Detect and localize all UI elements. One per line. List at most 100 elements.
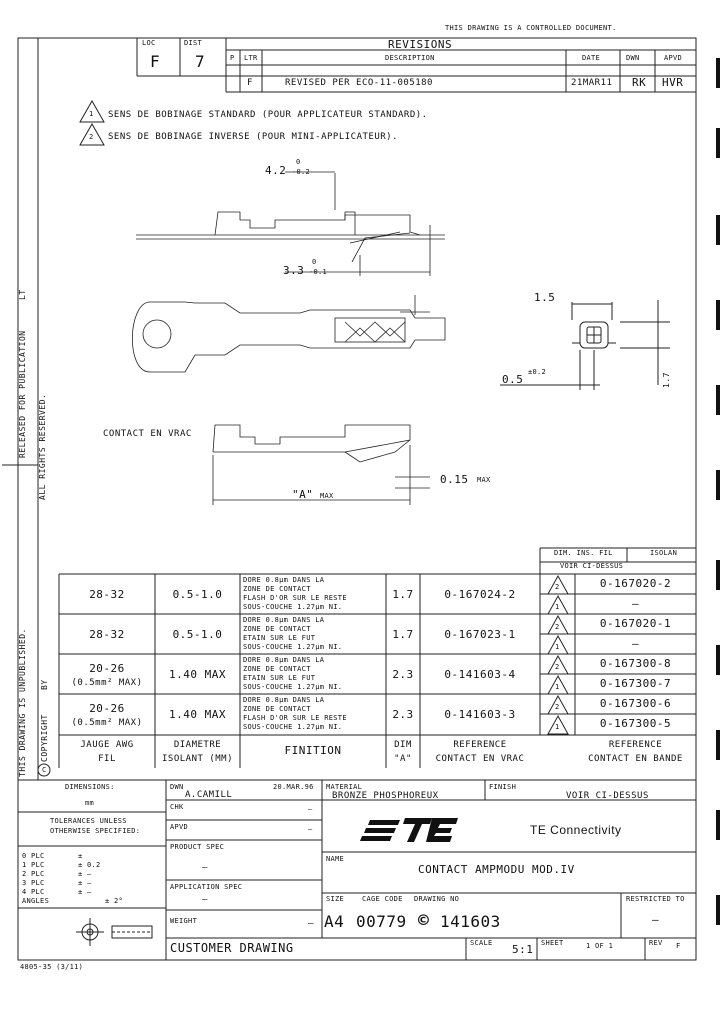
dim-3-3-tol-dn: -0.1 — [309, 268, 328, 276]
customer-drawing-label: CUSTOMER DRAWING — [170, 941, 294, 955]
plc3-val: ± — — [78, 879, 92, 887]
plc2-label: 2 PLC — [22, 870, 45, 878]
restricted-value: — — [652, 913, 660, 926]
row4-ref-bande-1: 0-167300-6 — [599, 697, 672, 710]
note-1-number: 1 — [89, 110, 94, 118]
note-1-triangle — [79, 99, 105, 123]
row1-finish-4: SOUS-COUCHE 1.27µm NI. — [243, 603, 343, 611]
material-value: BRONZE PHOSPHOREUX — [332, 791, 439, 801]
foot-finish: FINITION — [284, 744, 342, 757]
finish-value: VOIR CI-DESSUS — [566, 791, 649, 801]
plc1-val: ± 0.2 — [78, 861, 101, 869]
chk-value: — — [308, 805, 313, 813]
row1-ref-bande-1: 0-167020-2 — [599, 577, 672, 590]
dim-4-2: 4.2 — [265, 164, 287, 177]
angles-label: ANGLES — [22, 897, 50, 905]
plc3-label: 3 PLC — [22, 879, 45, 887]
dim-4-2-tol-dn: -0.2 — [292, 168, 311, 176]
row4-dim: 2.3 — [392, 708, 414, 721]
size-value: A4 — [324, 912, 345, 931]
rev-label: REV — [649, 939, 663, 947]
row4-ref-bande-2: 0-167300-5 — [599, 717, 672, 730]
row2-ref-bande-1: 0-167020-1 — [599, 617, 672, 630]
row1-ref-bande-2: — — [631, 597, 640, 610]
foot-vrac-1: REFERENCE — [453, 740, 507, 750]
row3-finish-1: DORE 0.8µm DANS LA — [243, 656, 325, 664]
isolan-header: ISOLAN — [650, 549, 678, 557]
row2-diam: 0.5-1.0 — [172, 628, 223, 641]
sheet-label: SHEET — [541, 939, 564, 947]
size-label: SIZE — [326, 895, 345, 903]
row2-tri-2: 2 — [555, 623, 560, 631]
row2-finish-2: ZONE DE CONTACT — [243, 625, 311, 633]
row3-ref-vrac: 0-141603-4 — [444, 668, 516, 681]
apvd-label: APVD — [170, 823, 189, 831]
row1-dim: 1.7 — [392, 588, 414, 601]
rev-col-dwn: DWN — [626, 54, 640, 62]
row4-finish-1: DORE 0.8µm DANS LA — [243, 696, 325, 704]
foot-bande-2: CONTACT EN BANDE — [588, 754, 683, 764]
rev-row-date: 21MAR11 — [571, 78, 613, 88]
row2-ref-vrac: 0-167023-1 — [444, 628, 516, 641]
row4-gauge-2: (0.5mm² MAX) — [71, 718, 143, 728]
drawing-name: CONTACT AMPMODU MOD.IV — [418, 863, 575, 876]
note-2-number: 2 — [89, 133, 94, 141]
dwn-date: 20.MAR.96 — [273, 783, 314, 791]
dim-ins-fil-header: DIM. INS. FIL — [554, 549, 613, 557]
note-1-text: SENS DE BOBINAGE STANDARD (POUR APPLICAT… — [108, 110, 428, 120]
row4-tri-2: 2 — [555, 703, 560, 711]
weight-label: WEIGHT — [170, 917, 198, 925]
row1-finish-1: DORE 0.8µm DANS LA — [243, 576, 325, 584]
rev-row-description: REVISED PER ECO-11-005180 — [285, 78, 433, 88]
form-number: 4805-35 (3/11) — [20, 963, 84, 971]
row1-diam: 0.5-1.0 — [172, 588, 223, 601]
rev-col-ltr: LTR — [244, 54, 258, 62]
row4-finish-2: ZONE DE CONTACT — [243, 705, 311, 713]
row2-finish-3: ETAIN SUR LE FUT — [243, 634, 316, 642]
name-label: NAME — [326, 855, 345, 863]
copyright-c-symbol: C — [42, 766, 47, 774]
loc-label: LOC — [142, 39, 156, 47]
row3-tri-2: 2 — [555, 663, 560, 671]
row2-finish-1: DORE 0.8µm DANS LA — [243, 616, 325, 624]
scale-value: 5:1 — [512, 943, 534, 956]
row1-finish-3: FLASH D'OR SUR LE RESTE — [243, 594, 347, 602]
contact-vrac-label: CONTACT EN VRAC — [103, 429, 192, 439]
row4-gauge: 20-26 — [89, 702, 125, 715]
dim-0-15-max: MAX — [477, 476, 491, 484]
dimensions-value: mm — [85, 799, 95, 807]
foot-bande-1: REFERENCE — [608, 740, 663, 750]
row3-gauge: 20-26 — [89, 662, 125, 675]
row3-diam: 1.40 MAX — [169, 668, 226, 681]
rev-col-apvd: APVD — [664, 54, 683, 62]
row4-tri-1: 1 — [555, 723, 560, 731]
dim-a: "A" — [292, 488, 314, 501]
row2-dim: 1.7 — [392, 628, 414, 641]
rev-col-p: P — [230, 54, 235, 62]
loc-value: F — [150, 52, 161, 71]
plc4-label: 4 PLC — [22, 888, 45, 896]
dist-value: 7 — [195, 52, 206, 71]
row3-finish-4: SOUS-COUCHE 1.27µm NI. — [243, 683, 343, 691]
row2-finish-4: SOUS-COUCHE 1.27µm NI. — [243, 643, 343, 651]
foot-dim-1: DIM — [394, 740, 412, 750]
drawing-no-label: DRAWING NO — [414, 895, 460, 903]
application-spec-value: — — [202, 895, 208, 905]
cage-code-label: CAGE CODE — [362, 895, 403, 903]
voir-ci-dessus-header: VOIR CI-DESSUS — [560, 562, 624, 570]
product-spec-label: PRODUCT SPEC — [170, 843, 225, 851]
row3-ref-bande-1: 0-167300-8 — [599, 657, 672, 670]
plc0-label: 0 PLC — [22, 852, 45, 860]
tolerances-line-2: OTHERWISE SPECIFIED: — [50, 827, 141, 835]
border-frame — [17, 37, 697, 961]
rev-row-dwn: RK — [632, 76, 647, 89]
controlled-document-notice: THIS DRAWING IS A CONTROLLED DOCUMENT. — [445, 24, 617, 32]
row1-tri-2: 2 — [555, 583, 560, 591]
rev-row-apvd: HVR — [662, 76, 684, 89]
material-label: MATERIAL — [326, 783, 363, 791]
row2-gauge: 28-32 — [89, 628, 125, 641]
plc1-label: 1 PLC — [22, 861, 45, 869]
restricted-label: RESTRICTED TO — [626, 895, 685, 903]
row3-finish-2: ZONE DE CONTACT — [243, 665, 311, 673]
rev-col-description: DESCRIPTION — [385, 54, 435, 62]
